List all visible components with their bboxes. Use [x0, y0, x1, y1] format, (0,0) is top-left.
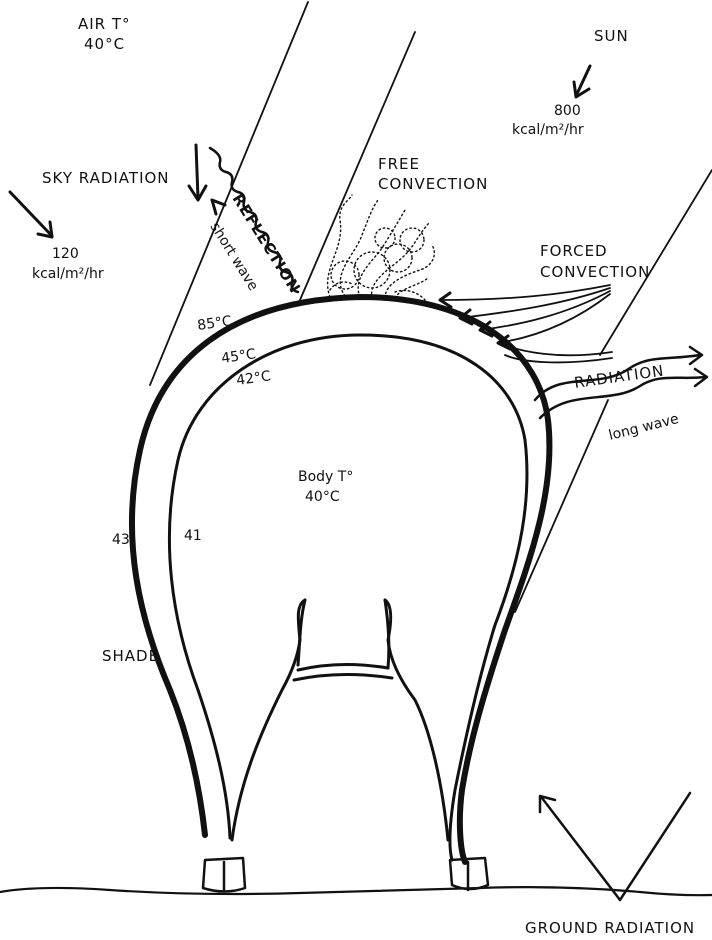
sun-label: SUN [594, 27, 629, 45]
udder-band-bottom [294, 674, 392, 680]
forced-convection-line2: CONVECTION [540, 263, 650, 281]
skin-temp-label: 42°C [235, 368, 272, 389]
air-temp-title: AIR T° [78, 15, 131, 33]
sky-radiation-arrows [10, 145, 206, 237]
sky-flux-unit: kcal/m²/hr [32, 266, 104, 282]
sun-ray [515, 400, 608, 612]
forced-convection-line1: FORCED [540, 242, 608, 260]
free-convection-line1: FREE [378, 155, 420, 173]
body-outer-outline [132, 297, 550, 862]
sky-arrow-diagonal [10, 192, 52, 236]
side-temp-outer: 43 [112, 532, 130, 548]
air-temp-value: 40°C [84, 35, 125, 53]
sun-flux-unit: kcal/m²/hr [512, 122, 584, 138]
free-convection-line2: CONVECTION [378, 175, 488, 193]
shade-label: SHADE [102, 647, 159, 665]
hind-legs-split [232, 600, 448, 840]
side-temp-inner: 41 [184, 528, 202, 544]
long-wave-label: long wave [607, 411, 680, 444]
body-temp-title: Body T° [298, 469, 353, 485]
radiation-label: RADIATION [573, 362, 665, 392]
forced-convection-arrows [440, 285, 612, 362]
sun-arrow [574, 66, 590, 97]
ground-radiation-arrows [540, 793, 690, 900]
hooves [203, 858, 488, 892]
sky-arrow-down [196, 145, 198, 198]
sky-flux-value: 120 [52, 246, 79, 262]
sky-radiation-label: SKY RADIATION [42, 169, 170, 187]
udder-band-top [298, 664, 388, 670]
body-temp-value: 40°C [305, 489, 340, 505]
body-inner-outline [169, 335, 527, 860]
ground-radiation-label: GROUND RADIATION [525, 919, 695, 937]
sun-flux-value: 800 [554, 103, 581, 119]
free-convection-plume [328, 195, 435, 300]
ground-line [0, 887, 712, 895]
tail [298, 600, 389, 668]
